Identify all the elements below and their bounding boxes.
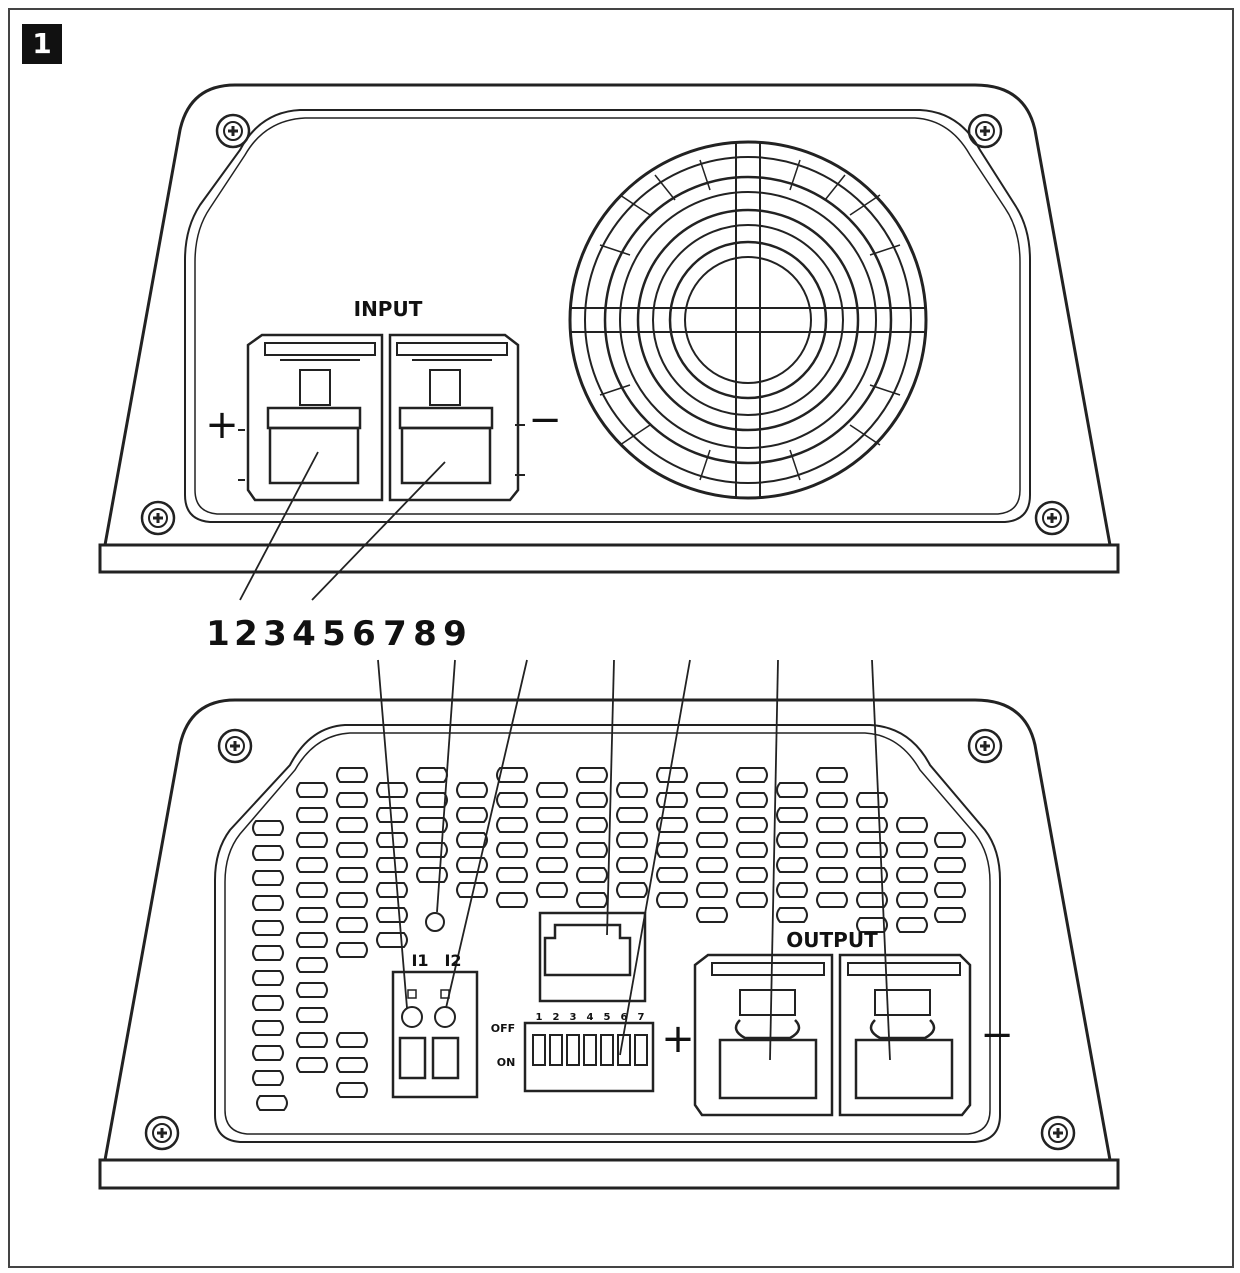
screw-icon — [215, 113, 251, 149]
callout-7: 7 — [383, 614, 407, 654]
callout-9: 9 — [443, 614, 467, 654]
figure-frame — [8, 8, 1234, 1268]
screw-icon — [217, 728, 253, 764]
dip-switch — [523, 1021, 655, 1093]
input-label: INPUT — [354, 297, 423, 321]
dip-number-4: 4 — [587, 1012, 594, 1023]
rj45-port — [538, 911, 647, 1003]
output-plus-symbol: + — [661, 1016, 695, 1062]
dip-off-label: OFF — [491, 1022, 515, 1035]
callout-numbers: 1 2 3 4 5 6 7 8 9 — [206, 614, 467, 654]
input-terminal-block — [238, 333, 525, 502]
dip-number-3: 3 — [570, 1012, 577, 1023]
screw-icon — [1040, 1115, 1076, 1151]
screw-icon — [967, 728, 1003, 764]
dip-number-2: 2 — [553, 1012, 560, 1023]
callout-8: 8 — [413, 614, 437, 654]
led-label-i1: I1 — [411, 951, 428, 970]
callout-4: 4 — [292, 614, 316, 654]
output-terminal-block — [693, 953, 972, 1117]
rear-panel: I1 I2 1 2 3 4 5 6 7 OFF ON — [98, 698, 1120, 1190]
output-label: OUTPUT — [786, 928, 878, 952]
led-indicator-1 — [401, 1006, 423, 1028]
dip-on-label: ON — [497, 1056, 516, 1069]
input-minus-symbol: − — [528, 397, 562, 443]
dip-number-5: 5 — [604, 1012, 611, 1023]
fan-grille — [568, 140, 928, 500]
dip-number-7: 7 — [638, 1012, 645, 1023]
output-minus-symbol: − — [980, 1012, 1014, 1058]
led-module — [391, 970, 479, 1099]
figure-number-badge: 1 — [22, 24, 62, 64]
callout-5: 5 — [322, 614, 346, 654]
callout-1: 1 — [206, 614, 230, 654]
led-label-i2: I2 — [444, 951, 461, 970]
callout-6: 6 — [352, 614, 376, 654]
screw-icon — [1034, 500, 1070, 536]
dip-number-6: 6 — [621, 1012, 628, 1023]
callout-3: 3 — [263, 614, 287, 654]
dip-switch-numbers: 1 2 3 4 5 6 7 — [536, 1012, 645, 1023]
front-panel: INPUT + − — [98, 83, 1120, 574]
led-indicator-2 — [434, 1006, 456, 1028]
input-plus-symbol: + — [205, 402, 239, 448]
screw-icon — [144, 1115, 180, 1151]
screw-icon — [967, 113, 1003, 149]
indicator-hole — [425, 912, 445, 932]
callout-2: 2 — [234, 614, 258, 654]
dip-number-1: 1 — [536, 1012, 543, 1023]
screw-icon — [140, 500, 176, 536]
leader-lines — [239, 451, 891, 1061]
